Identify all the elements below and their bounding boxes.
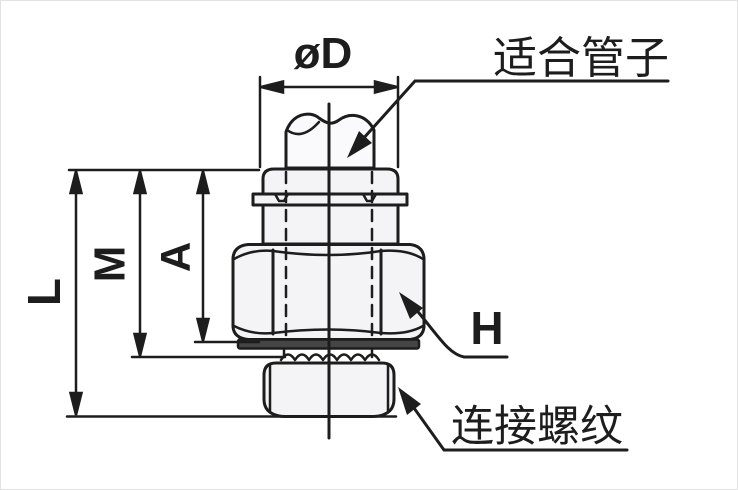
- dim-arrow-M-top: [132, 170, 148, 195]
- label-hex-flats: H: [470, 302, 503, 354]
- label-dim-A: A: [152, 242, 199, 272]
- leader-lines: [347, 79, 670, 452]
- label-connection-thread: 连接螺纹: [451, 403, 623, 451]
- dim-arrow-od-right: [373, 79, 398, 95]
- dimension-lines: [65, 75, 400, 418]
- leader-arrow-fits-tube: [347, 131, 372, 158]
- ring-notch-right: [361, 192, 378, 203]
- tube-end-arc: [285, 120, 321, 136]
- leader-arrow-thread: [398, 387, 421, 415]
- dim-arrow-od-left: [260, 79, 285, 95]
- dim-arrow-L-top: [68, 170, 84, 195]
- dim-arrow-A-top: [195, 170, 211, 195]
- label-tube-diameter: øD: [294, 29, 353, 78]
- leader-arrow-hex: [399, 292, 423, 319]
- leader-fits-tube: [351, 79, 670, 152]
- leader-hex: [412, 305, 509, 359]
- label-dim-L: L: [18, 278, 70, 306]
- labels: øD 适合管子 L M A H 连接螺纹: [18, 29, 669, 451]
- label-dim-M: M: [86, 246, 135, 283]
- dim-arrow-M-bottom: [132, 332, 148, 357]
- dim-arrow-A-bottom: [195, 317, 211, 342]
- dim-arrow-L-bottom: [68, 391, 84, 416]
- leader-thread: [407, 399, 629, 452]
- label-fits-tube: 适合管子: [493, 34, 669, 83]
- fitting-body: [231, 102, 426, 440]
